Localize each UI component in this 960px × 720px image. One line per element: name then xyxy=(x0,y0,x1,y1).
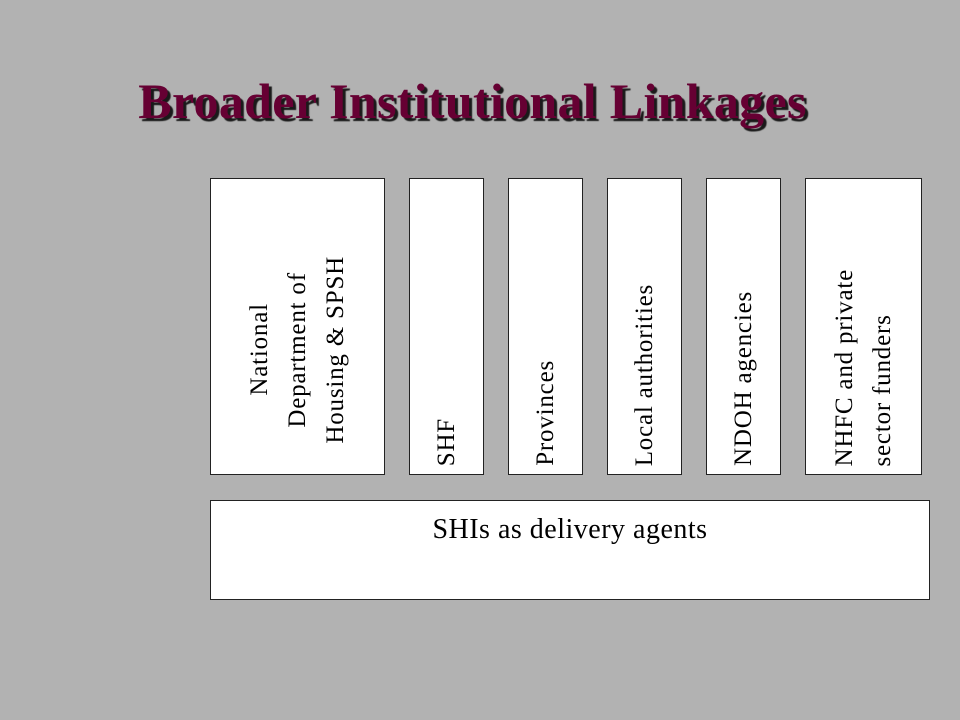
box-shis-delivery-agents: SHIs as delivery agents xyxy=(210,500,930,600)
box-ndoh-agencies: NDOH agencies xyxy=(706,178,781,475)
box-nhfc-private-funders: NHFC and private sector funders xyxy=(805,178,922,475)
base-box-label: SHIs as delivery agents xyxy=(432,514,708,545)
box-local-authorities: Local authorities xyxy=(607,178,682,475)
box-shf: SHF xyxy=(409,178,484,475)
box-provinces: Provinces xyxy=(508,178,583,475)
box-label: Local authorities xyxy=(630,283,658,466)
box-label: NDOH agencies xyxy=(729,291,757,466)
box-label: NHFC and private sector funders xyxy=(830,268,896,467)
box-national-department: National Department of Housing & SPSH xyxy=(210,178,385,475)
box-label: SHF xyxy=(432,417,460,466)
box-label: Provinces xyxy=(531,360,559,466)
slide-title: Broader Institutional Linkages xyxy=(138,73,807,129)
box-label: National Department of Housing & SPSH xyxy=(245,256,349,444)
